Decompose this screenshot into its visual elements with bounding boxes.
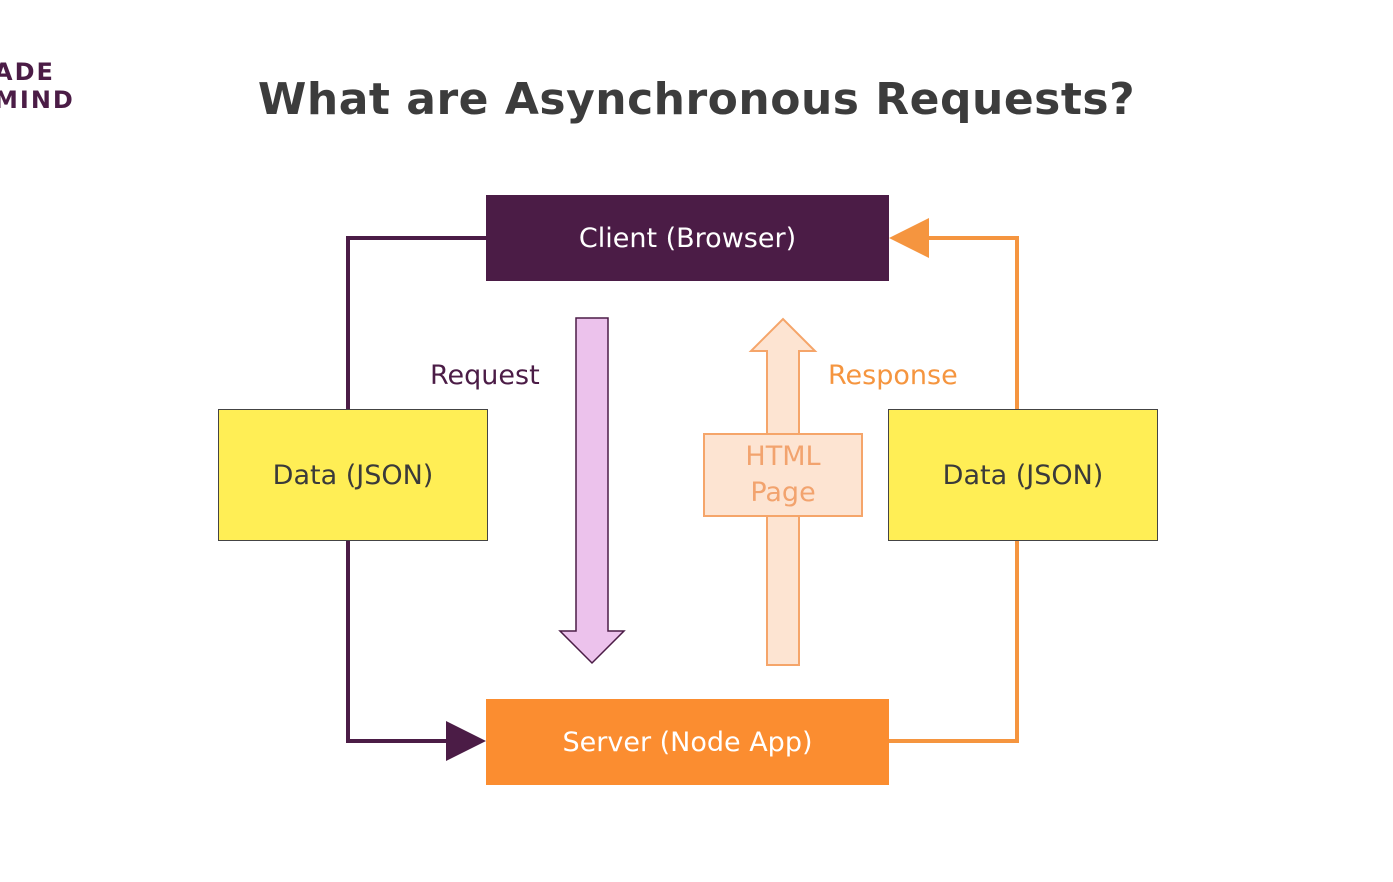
data-json-left-box: Data (JSON) xyxy=(218,409,488,541)
html-page-line-1: HTML xyxy=(745,441,821,472)
data-json-right-box: Data (JSON) xyxy=(888,409,1158,541)
server-node-app-box: Server (Node App) xyxy=(486,699,889,785)
logo-line-2: MIND xyxy=(0,86,75,114)
logo-line-1: ADE xyxy=(0,58,55,86)
request-arrow xyxy=(558,317,626,665)
request-label: Request xyxy=(430,360,540,391)
response-label: Response xyxy=(828,360,958,391)
html-page-box: HTML Page xyxy=(703,433,863,517)
slide-title: What are Asynchronous Requests? xyxy=(257,74,1136,125)
client-browser-box: Client (Browser) xyxy=(486,195,889,281)
html-page-line-2: Page xyxy=(750,477,816,508)
brand-logo: ADE MIND xyxy=(0,58,75,114)
